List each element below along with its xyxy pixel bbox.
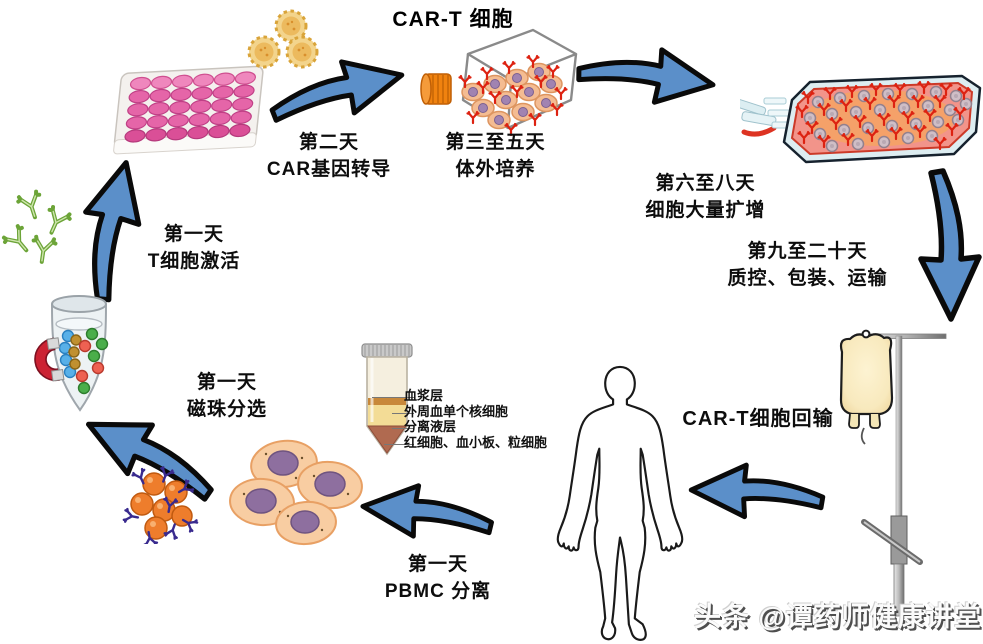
step-expansion-label: 第六至八天 细胞大量扩增 <box>613 170 798 224</box>
step-infusion-text: CAR-T细胞回输 <box>682 408 834 430</box>
tube-label-separation: 分离液层 <box>404 419 457 434</box>
step-qc-line1: 第九至二十天 <box>747 241 868 262</box>
magnetic-beads-illustration <box>122 466 200 544</box>
leader-line-separation <box>392 428 414 429</box>
watermark: 头条 @谭药师健康讲堂 <box>694 602 982 632</box>
leader-line-pbmc <box>392 413 414 414</box>
bioreactor-bag-illustration <box>740 74 982 164</box>
iv-stand-illustration <box>839 329 947 617</box>
step-transduction-line1: 第二天 <box>298 132 359 153</box>
step-pbmc-line2: PBMC 分离 <box>384 581 492 602</box>
step-expansion-line2: 细胞大量扩增 <box>645 200 766 221</box>
step-activation-line2: T细胞激活 <box>147 251 241 272</box>
step-transduction-line2: CAR基因转导 <box>266 159 392 180</box>
tube-label-plasma: 血浆层 <box>404 388 444 403</box>
tube-layer-labels: 血浆层 外周血单个核细胞 分离液层 红细胞、血小板、粒细胞 <box>404 388 547 450</box>
step-bead-sorting-line2: 磁珠分选 <box>186 399 267 420</box>
leader-line-plasma <box>372 397 414 398</box>
arrow-expansion <box>568 12 728 118</box>
step-bead-sorting-label: 第一天 磁珠分选 <box>156 369 298 423</box>
separation-tube-illustration <box>361 343 413 456</box>
well-plate-illustration <box>113 65 264 155</box>
culture-flask-illustration <box>420 28 578 137</box>
arrow-pbmc-separation <box>355 457 500 549</box>
arrow-infusion <box>682 442 832 522</box>
car-t-cell-title: CAR-T 细胞 <box>392 8 514 31</box>
pbmc-cells-illustration <box>229 439 363 546</box>
human-body-illustration <box>556 365 684 641</box>
step-culture-line2: 体外培养 <box>455 159 536 180</box>
leader-line-rbc <box>384 444 414 445</box>
step-bead-sorting-line1: 第一天 <box>196 372 257 393</box>
step-transduction-label: 第二天 CAR基因转导 <box>255 129 403 183</box>
step-activation-label: 第一天 T细胞激活 <box>118 221 270 275</box>
tube-label-rbc: 红细胞、血小板、粒细胞 <box>404 434 548 450</box>
magnet-icon <box>34 337 65 382</box>
tube-label-pbmc: 外周血单个核细胞 <box>404 403 509 419</box>
step-activation-line1: 第一天 <box>163 224 224 245</box>
antibodies-illustration <box>0 188 74 266</box>
arrow-down-qc <box>915 165 983 325</box>
step-qc-transport-label: 第九至二十天 质控、包装、运输 <box>700 238 915 292</box>
step-pbmc-label: 第一天 PBMC 分离 <box>367 551 509 605</box>
step-culture-label: 第三至五天 体外培养 <box>408 129 583 183</box>
step-infusion-label: CAR-T细胞回输 <box>672 406 844 433</box>
iv-bag-illustration <box>839 329 894 445</box>
sorting-tube-magnet-illustration <box>34 295 109 412</box>
step-culture-line1: 第三至五天 <box>445 132 546 153</box>
step-qc-line2: 质控、包装、运输 <box>727 268 888 289</box>
step-expansion-line1: 第六至八天 <box>655 173 756 194</box>
step-pbmc-line1: 第一天 <box>407 554 468 575</box>
